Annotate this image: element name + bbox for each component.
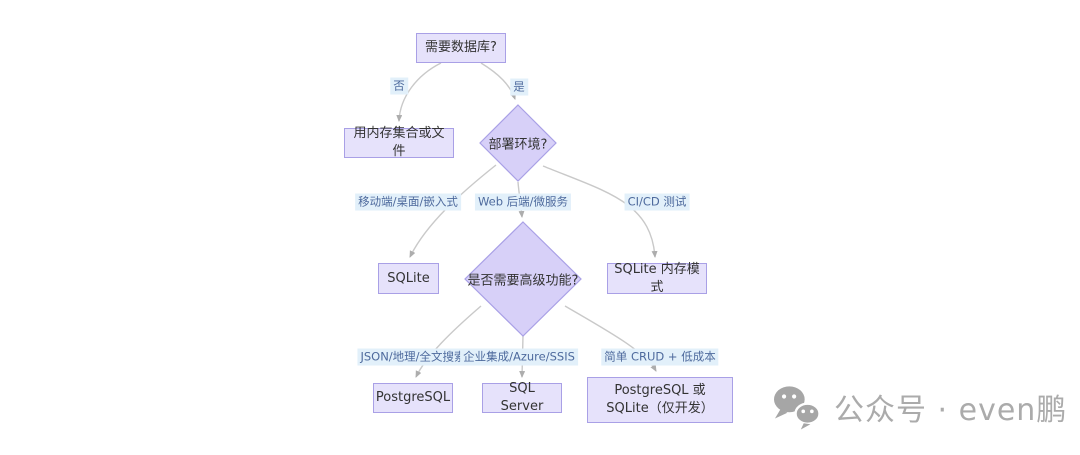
edge-label-cicd-test: CI/CD 测试	[624, 193, 690, 211]
edge-label-yes: 是	[510, 78, 528, 96]
watermark-text: 公众号 · even鹏	[834, 393, 1068, 428]
edge-label-json-geo-fulltext: JSON/地理/全文搜索	[357, 348, 469, 366]
edge-label-mobile-desktop-embedded: 移动端/桌面/嵌入式	[355, 193, 461, 211]
node-memory-file: 用内存集合或文件	[344, 126, 454, 159]
node-deploy-env-diamond	[479, 104, 557, 182]
node-sqlite: SQLite	[378, 263, 439, 294]
node-deploy-env-label: 部署环境?	[488, 137, 548, 153]
edge-label-simple-crud: 简单 CRUD + 低成本	[601, 348, 719, 366]
node-advanced-features-label: 是否需要高级功能?	[467, 273, 579, 289]
edge-json-geo-fulltext	[415, 305, 482, 378]
node-pg-or-sqlite-dev: PostgreSQL 或 SQLite（仅开发）	[587, 377, 733, 423]
edge-mobile-desktop-embedded	[409, 164, 497, 258]
node-postgresql: PostgreSQL	[373, 383, 453, 413]
watermark: 公众号 · even鹏	[772, 384, 1067, 430]
node-advanced-features-diamond	[464, 221, 582, 337]
node-sqlite-memory: SQLite 内存模式	[607, 262, 707, 295]
edge-label-web-backend: Web 后端/微服务	[474, 193, 572, 211]
node-sql-server: SQL Server	[482, 381, 562, 414]
edge-yes	[480, 62, 516, 100]
edge-cicd-test	[542, 165, 658, 258]
node-need-db: 需要数据库?	[416, 33, 506, 63]
wechat-icon	[774, 386, 821, 430]
edge-label-no: 否	[390, 77, 408, 95]
edge-no	[396, 62, 442, 122]
edge-label-enterprise-integration: 企业集成/Azure/SSIS	[460, 348, 578, 366]
